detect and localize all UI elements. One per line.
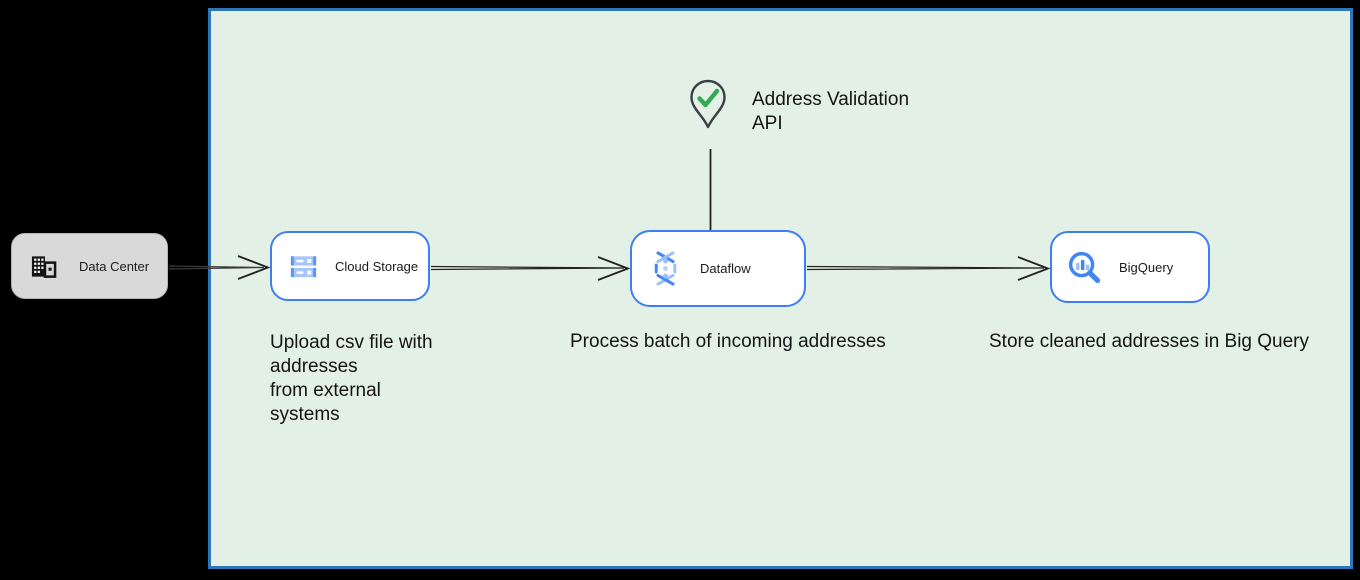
address-validation-marker[interactable] bbox=[686, 78, 730, 134]
dataflow-node[interactable]: Dataflow bbox=[630, 230, 806, 307]
map-pin-check-icon bbox=[686, 79, 730, 138]
cloud-storage-caption: Upload csv file with addresses from exte… bbox=[270, 332, 433, 425]
dataflow-label: Dataflow bbox=[700, 261, 751, 276]
bigquery-label: BigQuery bbox=[1119, 259, 1174, 275]
building-icon bbox=[30, 254, 57, 279]
data-center-node[interactable]: Data Center bbox=[11, 233, 168, 299]
bigquery-node[interactable]: BigQuery bbox=[1050, 231, 1210, 303]
dataflow-caption: Process batch of incoming addresses bbox=[570, 331, 886, 352]
bigquery-caption: Store cleaned addresses in Big Query bbox=[989, 331, 1310, 352]
address-validation-label: Address Validation API bbox=[752, 89, 910, 134]
cloud-storage-buckets-icon bbox=[288, 251, 319, 282]
cloud-storage-label: Cloud Storage bbox=[335, 258, 419, 274]
cloud-storage-node[interactable]: Cloud Storage bbox=[270, 231, 430, 301]
dataflow-pipeline-icon bbox=[647, 250, 684, 287]
data-center-label: Data Center bbox=[79, 258, 150, 274]
bigquery-magnifier-icon bbox=[1066, 249, 1103, 286]
